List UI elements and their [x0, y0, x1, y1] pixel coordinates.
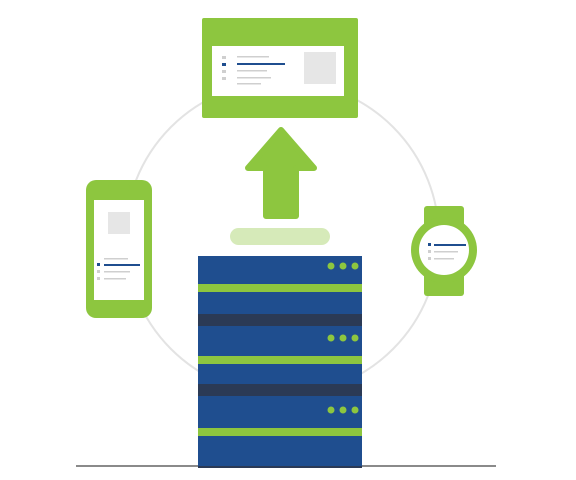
server-rack	[198, 256, 362, 468]
server-unit-body	[198, 326, 362, 384]
server-unit-stripe	[198, 284, 362, 292]
monitor-list-bullet	[222, 56, 226, 59]
phone-list-line	[104, 258, 128, 260]
smartphone	[86, 180, 152, 318]
server-unit	[198, 326, 362, 384]
monitor-image-placeholder	[304, 52, 336, 84]
server-indicator-light	[327, 334, 335, 342]
server-unit	[198, 396, 362, 466]
phone-list-bullet	[97, 277, 100, 280]
monitor-list-bullet	[222, 77, 226, 80]
watch-list	[428, 243, 466, 260]
server-gap	[218, 384, 342, 396]
phone-list-bullet	[97, 270, 100, 273]
watch-list-line	[434, 258, 454, 260]
monitor-list-line-active	[237, 63, 285, 65]
server-unit-stripe	[198, 356, 362, 364]
server-indicator-light	[339, 406, 347, 414]
server-unit-stripe	[198, 428, 362, 436]
phone-notch	[108, 184, 130, 191]
server-indicator-light	[327, 262, 335, 270]
server-indicator-light	[351, 262, 359, 270]
monitor-list-line	[237, 77, 271, 79]
server-indicator-light	[339, 334, 347, 342]
watch-face	[419, 225, 469, 275]
phone-list-line	[104, 271, 130, 273]
monitor-list-line	[237, 70, 267, 72]
monitor-list-bullet-active	[222, 63, 226, 66]
server-indicator-light	[327, 406, 335, 414]
upload-arrow-icon	[245, 127, 317, 219]
phone-list-bullet-active	[97, 263, 100, 266]
monitor-list-bullet	[222, 70, 226, 73]
watch-list-bullet-active	[428, 243, 431, 246]
server-indicator-light	[351, 406, 359, 414]
watch-list-bullet	[428, 257, 431, 260]
monitor-list-line	[237, 83, 261, 85]
desktop-monitor	[202, 18, 358, 118]
monitor-list-line	[237, 56, 269, 58]
server-unit	[198, 256, 362, 314]
monitor-list	[222, 56, 285, 85]
phone-image-placeholder	[108, 212, 130, 234]
smartwatch	[411, 206, 477, 296]
watch-list-line-active	[434, 244, 466, 246]
watch-list-line	[434, 251, 458, 253]
server-indicator-light	[339, 262, 347, 270]
server-gap	[218, 314, 342, 326]
phone-list-line	[104, 278, 126, 280]
sync-pad	[230, 228, 330, 245]
phone-list-line-active	[104, 264, 140, 266]
watch-list-bullet	[428, 250, 431, 253]
phone-list	[97, 258, 140, 280]
server-indicator-light	[351, 334, 359, 342]
